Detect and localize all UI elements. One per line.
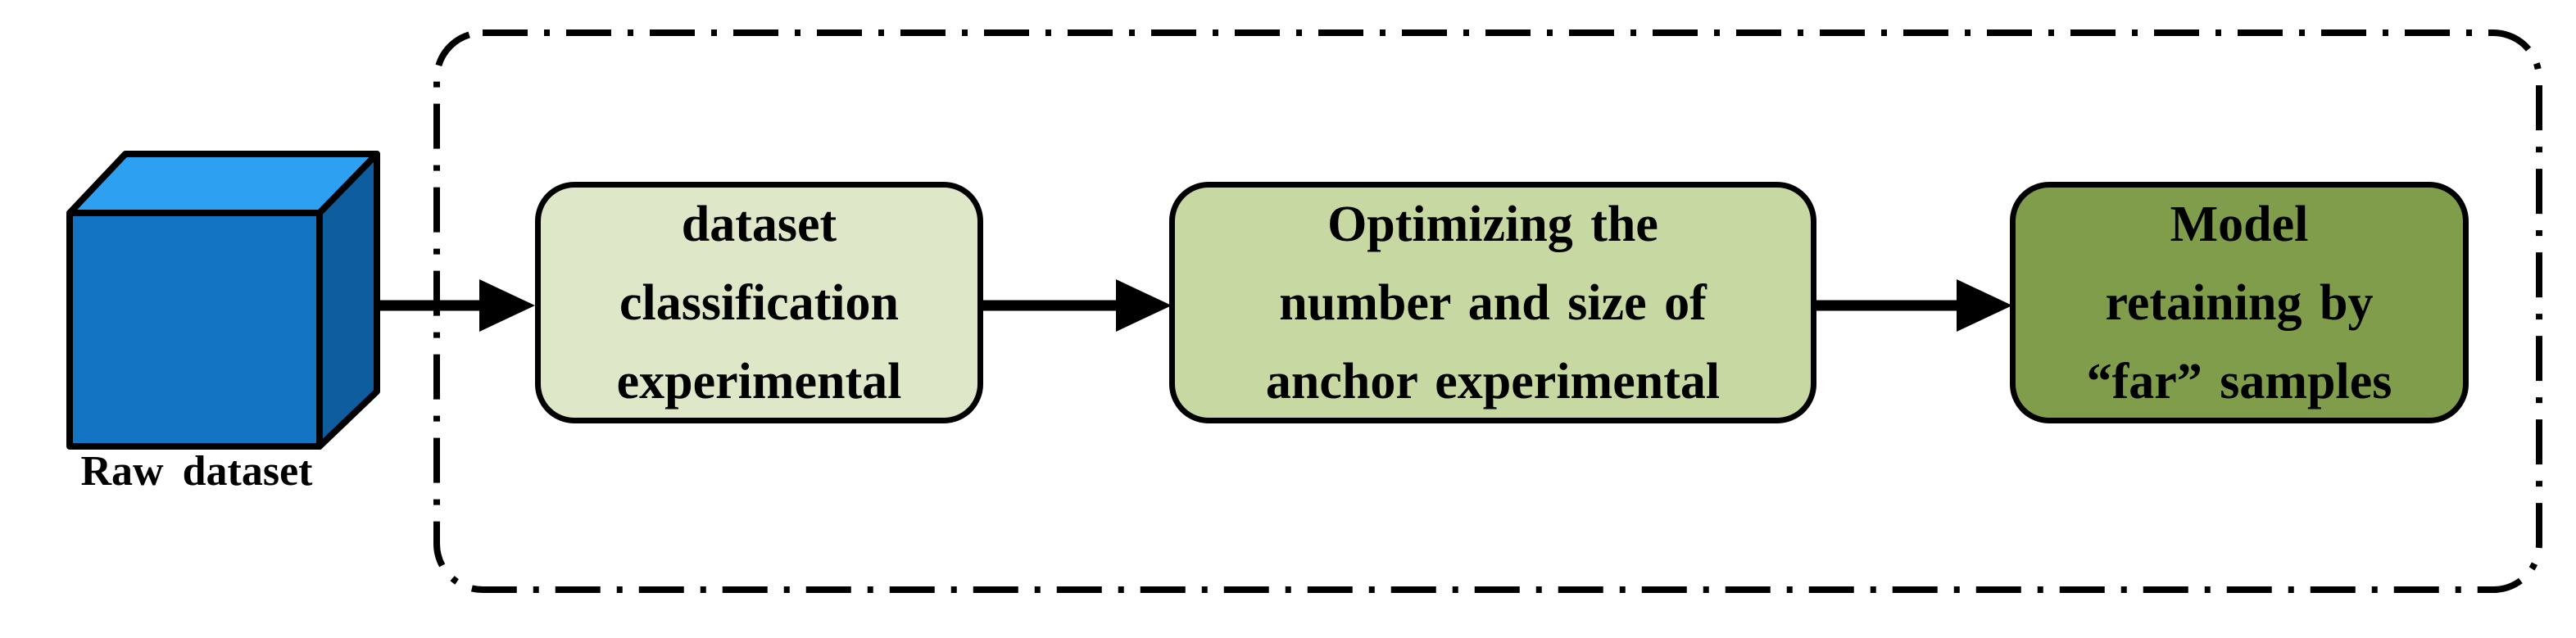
dash-dot-rect [433,29,2542,593]
step-label: dataset classification experimental [616,196,902,409]
step-label: Model retaining by “far” samples [2086,196,2392,409]
cube-front-face [66,210,323,450]
raw-dataset-label: Raw dataset [80,448,313,495]
step-box-model-retraining: Model retaining by “far” samples [2010,182,2469,423]
step-box-anchor-optimization: Optimizing the number and size of anchor… [1169,182,1816,423]
flow-arrow-3 [1816,279,2012,332]
arrowhead-icon [1116,279,1172,332]
flow-arrow-1 [375,279,535,332]
pipeline-enclosure-border [433,29,2542,593]
step-box-dataset-classification: dataset classification experimental [535,182,983,423]
flow-arrow-2 [983,279,1172,332]
arrowhead-icon [1957,279,2012,332]
arrowhead-icon [479,279,535,332]
raw-dataset-cube [66,151,380,450]
step-label: Optimizing the number and size of anchor… [1265,196,1721,409]
